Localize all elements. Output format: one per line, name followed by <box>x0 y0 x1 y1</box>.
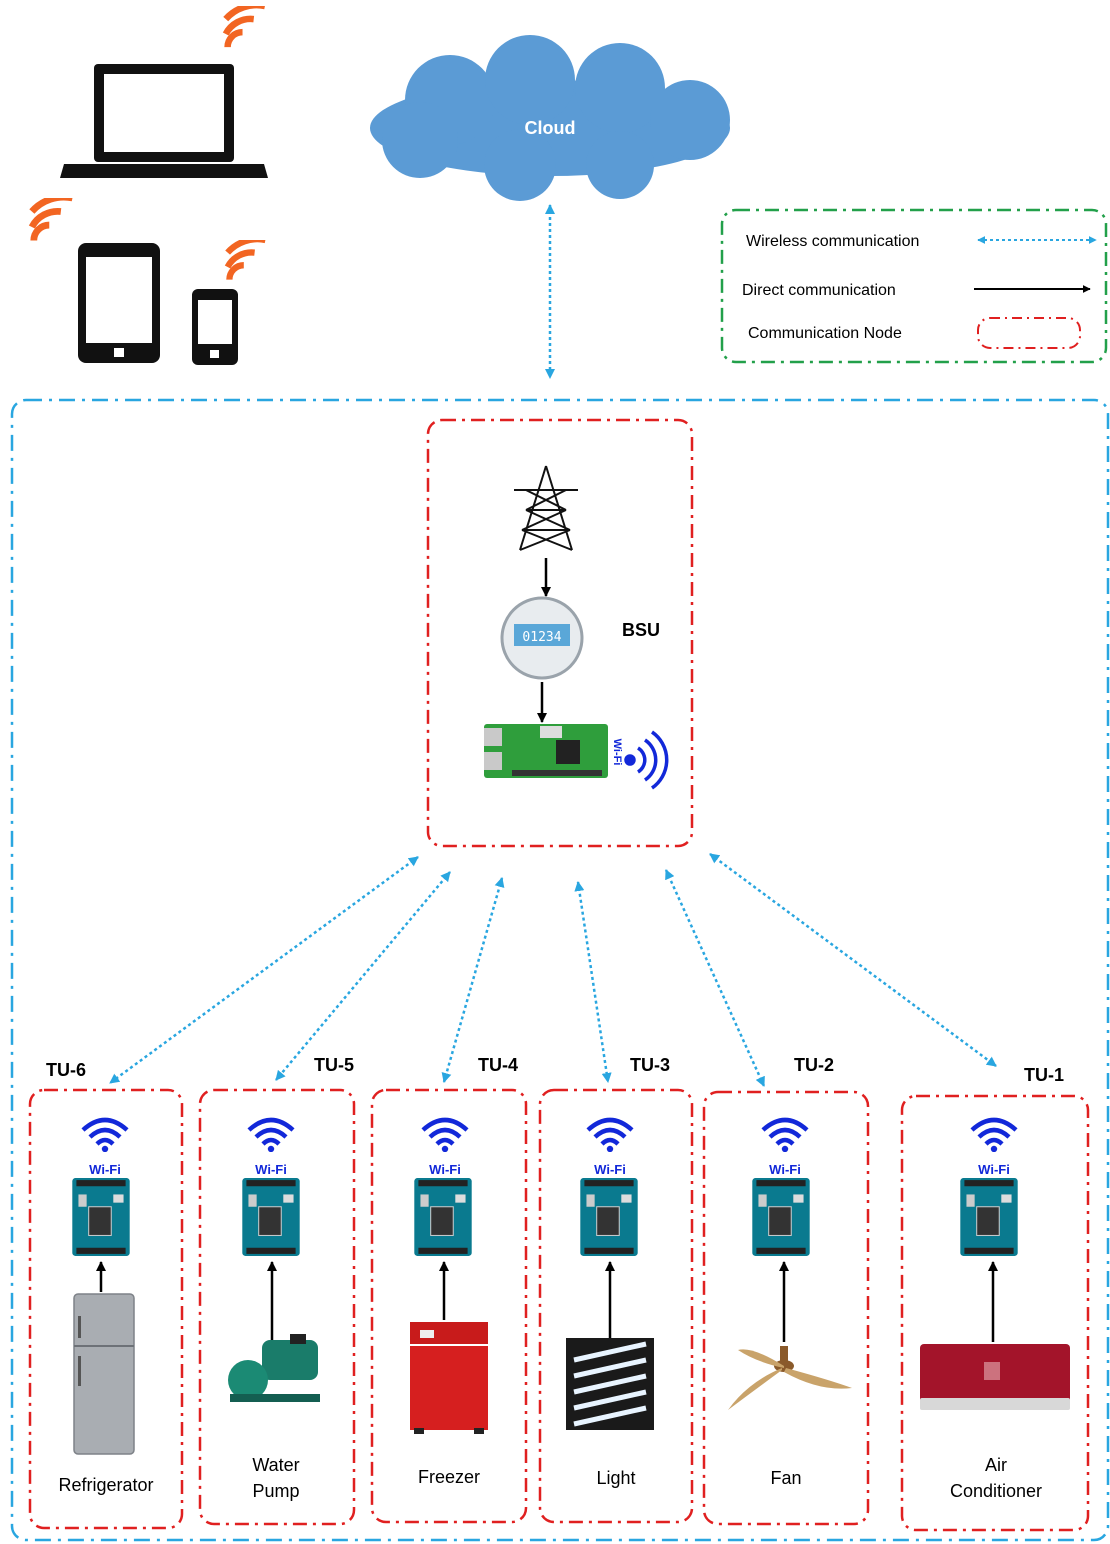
raspberry-pi-board-icon <box>484 724 608 778</box>
tablet-signal-icon <box>32 197 73 240</box>
link-tu-4 <box>441 877 505 1083</box>
tu-2-microcontroller-icon <box>751 1177 811 1257</box>
air-conditioner-icon <box>920 1344 1070 1410</box>
tu-1-appliance-label-line-1: Air <box>985 1455 1007 1475</box>
phone-signal-icon <box>228 239 266 279</box>
legend-wireless-label: Wireless communication <box>746 233 919 250</box>
tu-2-wifi-label: Wi-Fi <box>769 1162 801 1177</box>
tu-4-wifi-icon <box>423 1120 467 1152</box>
smart-meter-icon: 01234 <box>500 596 584 680</box>
system-boundary <box>10 398 1110 1542</box>
tu-6-microcontroller-icon <box>71 1177 131 1257</box>
tu-5-microcontroller-icon <box>241 1177 301 1257</box>
tu-3-node: TU-3 Wi-Fi Light <box>538 1055 694 1524</box>
legend-box <box>720 208 1108 364</box>
link-tu-3 <box>574 881 612 1083</box>
tu-3-label: TU-3 <box>630 1055 670 1075</box>
tablet-icon <box>78 243 160 363</box>
tu-4-wifi-label: Wi-Fi <box>429 1162 461 1177</box>
tu-4-microcontroller-icon <box>413 1177 473 1257</box>
tu-5-wifi-icon <box>249 1120 293 1152</box>
tu-3-microcontroller-icon <box>579 1177 639 1257</box>
svg-text:01234: 01234 <box>522 630 561 645</box>
tu-1-node: TU-1 Wi-Fi Air Conditioner <box>900 1065 1090 1532</box>
legend-node-symbol <box>977 317 1081 349</box>
tu-5-wifi-label: Wi-Fi <box>255 1162 287 1177</box>
transmission-tower-icon <box>514 465 578 551</box>
refrigerator-icon <box>73 1293 135 1455</box>
tu-6-wifi-icon <box>83 1120 127 1152</box>
tu-4-label: TU-4 <box>478 1055 518 1075</box>
bsu-label: BSU <box>622 620 660 640</box>
tu-4-node: TU-4 Wi-Fi Freezer <box>370 1055 528 1524</box>
legend-direct-label: Direct communication <box>742 282 896 299</box>
tu-2-label: TU-2 <box>794 1055 834 1075</box>
phone-icon <box>192 289 238 365</box>
tu-3-wifi-icon <box>588 1120 632 1152</box>
tu-5-node: TU-5 Wi-Fi Water Pump <box>198 1055 356 1526</box>
tu-2-node: TU-2 Wi-Fi Fan <box>702 1055 870 1526</box>
tu-6-appliance-label: Refrigerator <box>58 1475 153 1495</box>
tu-2-appliance-label: Fan <box>770 1468 801 1488</box>
tu-4-appliance-label: Freezer <box>418 1467 480 1487</box>
tu-6-node: TU-6 Wi-Fi Refrigerator <box>28 1060 184 1530</box>
legend-node-label: Communication Node <box>748 325 902 342</box>
link-tu-1 <box>709 852 997 1068</box>
tu-3-wifi-label: Wi-Fi <box>594 1162 626 1177</box>
cloud-shape <box>370 35 730 201</box>
tu-5-label: TU-5 <box>314 1055 354 1075</box>
ceiling-fan-icon <box>728 1346 852 1410</box>
bsu-node <box>426 418 694 848</box>
tu-2-wifi-icon <box>763 1120 807 1152</box>
water-pump-icon <box>228 1334 320 1402</box>
freezer-icon <box>410 1322 488 1434</box>
tu-1-wifi-icon <box>972 1120 1016 1152</box>
tu-6-wifi-label: Wi-Fi <box>89 1162 121 1177</box>
tu-wireless-links <box>109 852 997 1087</box>
tu-6-label: TU-6 <box>46 1060 86 1080</box>
tu-3-appliance-label: Light <box>596 1468 635 1488</box>
link-tu-5 <box>275 871 451 1081</box>
tu-5-appliance-label-line-2: Pump <box>252 1481 299 1501</box>
bsu-wifi-label: Wi-Fi <box>611 739 623 766</box>
tu-1-label: TU-1 <box>1024 1065 1064 1085</box>
laptop-signal-icon <box>226 5 265 47</box>
light-tubes-icon <box>566 1338 654 1430</box>
bsu-wifi-waves-icon <box>624 730 669 790</box>
tu-1-appliance-label-line-2: Conditioner <box>950 1481 1042 1501</box>
laptop-icon <box>60 64 268 178</box>
cloud-label: Cloud <box>525 118 576 138</box>
tu-5-appliance-label-line-1: Water <box>252 1455 299 1475</box>
tu-1-wifi-label: Wi-Fi <box>978 1162 1010 1177</box>
link-tu-6 <box>109 855 419 1085</box>
link-tu-2 <box>664 869 766 1087</box>
tu-1-microcontroller-icon <box>959 1177 1019 1257</box>
